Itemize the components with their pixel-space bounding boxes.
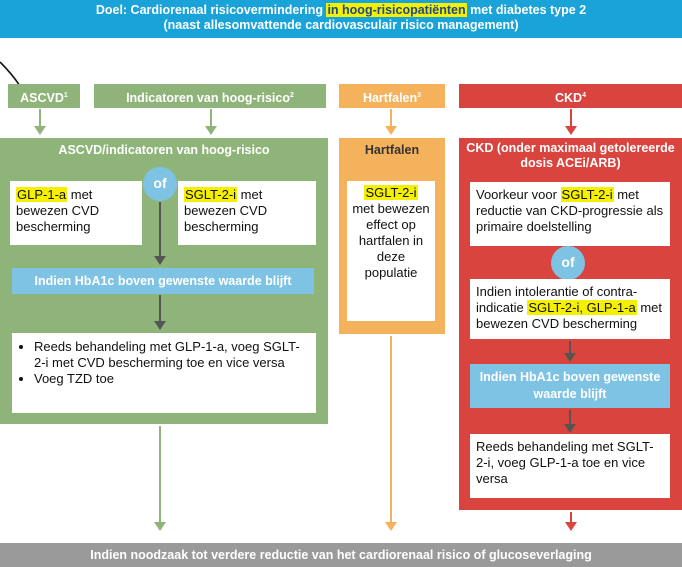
header-indicators: Indicatoren van hoog-risico2 [94, 84, 326, 108]
list-item: Voeg TZD toe [34, 371, 308, 387]
ascvd-followup-list: Reeds behandeling met GLP-1-a, voeg SGLT… [20, 339, 308, 387]
goal-highlight: in hoog-risicopatiënten [326, 3, 467, 17]
bottom-banner: Indien noodzaak tot verdere reductie van… [0, 543, 682, 567]
ckd-followup-box: Reeds behandeling met SGLT-2-i, voeg GLP… [470, 434, 670, 498]
goal-line-2: (naast allesomvattende cardiovasculair r… [163, 18, 519, 32]
ascvd-followup-box: Reeds behandeling met GLP-1-a, voeg SGLT… [12, 333, 316, 413]
hartfalen-box: SGLT-2-i met bewezen effect op hartfalen… [347, 181, 435, 321]
hba1c-bar-ckd: Indien HbA1c boven gewenste waarde blijf… [470, 364, 670, 408]
glp1-box: GLP-1-a met bewezen CVD bescherming [10, 181, 142, 245]
hba1c-bar-ascvd: Indien HbA1c boven gewenste waarde blijf… [12, 268, 314, 294]
header-ascvd: ASCVD1 [8, 84, 80, 108]
header-hartfalen: Hartfalen3 [339, 84, 445, 108]
goal-banner: Doel: Cardiorenaal risicovermindering in… [0, 0, 682, 38]
ckd-panel-title: CKD (onder maximaal getolereerde dosis A… [466, 141, 675, 170]
hartfalen-panel-title: Hartfalen [364, 143, 420, 157]
ckd-intolerance-box: Indien intolerantie of contra-indicatie … [470, 279, 670, 339]
header-ckd: CKD4 [459, 84, 682, 108]
sglt2-box: SGLT-2-i met bewezen CVD bescherming [178, 181, 316, 245]
or-badge-ckd: of [551, 246, 585, 280]
ckd-preference-box: Voorkeur voor SGLT-2-i met reductie van … [470, 182, 670, 246]
or-badge-ascvd: of [143, 167, 177, 201]
ascvd-panel-title: ASCVD/indicatoren van hoog-risico [58, 143, 270, 157]
goal-line-1: Doel: Cardiorenaal risicovermindering in… [95, 3, 587, 17]
pen-stroke-mark [0, 61, 21, 87]
list-item: Reeds behandeling met GLP-1-a, voeg SGLT… [34, 339, 308, 371]
